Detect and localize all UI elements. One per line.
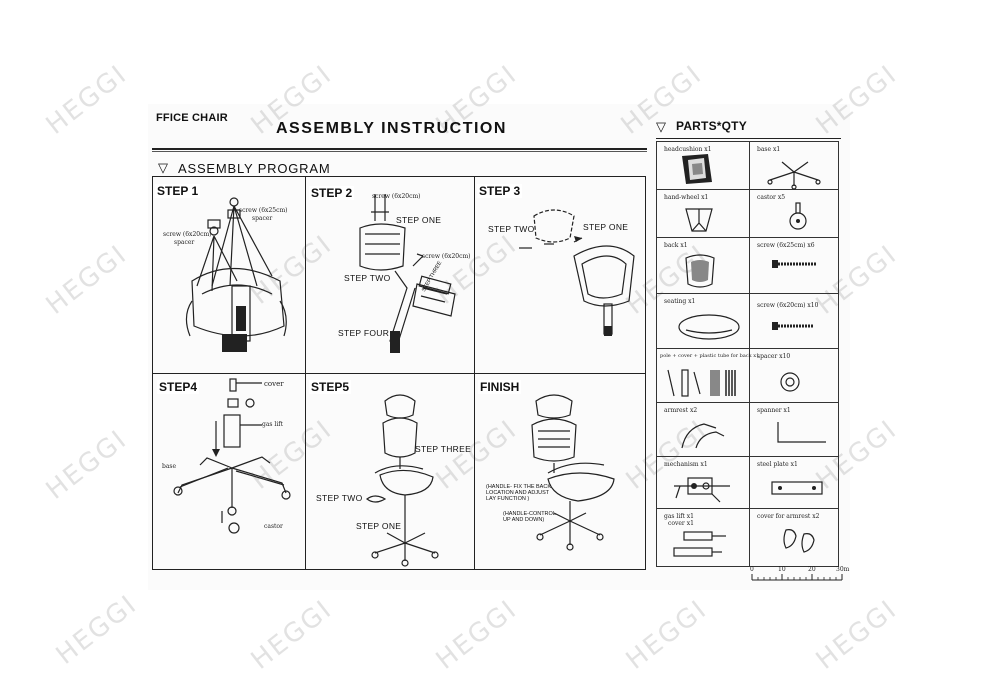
step3-callout-one: STEP ONE: [583, 222, 629, 232]
part-label-headcushion: headcushion x1: [664, 146, 712, 153]
part-label-base: base x1: [757, 146, 781, 153]
armrest-cover-icon: [783, 529, 815, 553]
step2-back-assembly-drawing: [359, 194, 456, 353]
mechanism-icon: [674, 477, 730, 503]
watermark: HEGGI: [40, 239, 134, 321]
part-label-spanner: spanner x1: [757, 407, 791, 414]
ruler-scale: [751, 574, 843, 581]
finish-handle-note-2: (HANDLE-CONTROL UP AND DOWN): [503, 511, 556, 523]
step4-part-gas-lift: gas lift: [262, 421, 283, 428]
step4-part-castor: castor: [264, 523, 283, 530]
parts-heading: PARTS*QTY: [676, 119, 747, 133]
part-label-back: back x1: [664, 242, 688, 249]
screw-25-icon: [772, 260, 816, 268]
screw-20-icon: [772, 322, 814, 330]
ruler-tick-10: 10: [778, 566, 786, 573]
spanner-icon: [777, 422, 826, 443]
section-triangle-icon: ▽: [158, 160, 168, 175]
step2-screw-side: screw (6x20cm): [422, 253, 471, 260]
header-rule-thin: [152, 151, 647, 152]
part-label-spacer: spacer x10: [757, 353, 791, 360]
watermark: HEGGI: [245, 594, 339, 676]
watermark: HEGGI: [40, 59, 134, 141]
step3-callout-two: STEP TWO: [488, 224, 535, 234]
step5-callout-one: STEP ONE: [356, 521, 402, 531]
step4-part-base: base: [162, 463, 177, 470]
step1-note-screw-25: screw (6x25cm): [239, 207, 288, 214]
watermark: HEGGI: [430, 594, 524, 676]
parts-triangle-icon: ▽: [656, 119, 666, 134]
castor-icon: [789, 202, 807, 230]
seat-icon: [678, 314, 740, 340]
parts-rule: [656, 138, 841, 139]
part-label-handwheel: hand-wheel x1: [664, 194, 709, 201]
ruler-tick-0: 0: [750, 566, 754, 573]
step1-label: STEP 1: [155, 184, 201, 198]
step2-screw-top: screw (6x20cm): [372, 193, 421, 200]
part-label-pole: pole + cover + plastic tube for back x1: [660, 353, 760, 359]
pole-icon: [667, 369, 736, 397]
section-title: ASSEMBLY PROGRAM: [178, 161, 331, 176]
watermark: HEGGI: [810, 594, 904, 676]
armrest-icon: [681, 423, 725, 449]
back-icon: [685, 254, 715, 288]
step5-chair-drawing: [365, 394, 439, 567]
watermark: HEGGI: [40, 424, 134, 506]
handwheel-icon: [685, 208, 713, 232]
step5-label: STEP5: [309, 380, 352, 394]
step4-base-drawing: [173, 378, 291, 534]
gas-lift-icon: [673, 531, 726, 557]
watermark: HEGGI: [50, 589, 144, 671]
part-label-screw-25: screw (6x25cm) x6: [757, 242, 815, 249]
ruler-tick-20: 20: [808, 566, 816, 573]
part-label-castor: castor x5: [757, 194, 786, 201]
part-label-gas-lift: gas lift x1: [664, 513, 694, 520]
product-fragment: FFICE CHAIR: [156, 112, 228, 124]
headcushion-icon: [682, 154, 712, 184]
step2-label: STEP 2: [309, 186, 355, 200]
part-label-screw-20: screw (6x20cm) x10: [757, 302, 819, 309]
part-label-steel-plate: steel plate x1: [757, 461, 798, 468]
part-label-mechanism: mechanism x1: [664, 461, 708, 468]
part-cell-armrest-cover: [749, 508, 839, 567]
watermark: HEGGI: [620, 594, 714, 676]
step4-label: STEP4: [157, 380, 200, 394]
header-rule: [152, 148, 647, 150]
step1-note-screw-20: screw (6x20cm): [163, 231, 212, 238]
step1-note-spacer-2: spacer: [174, 239, 195, 246]
part-label-armrest-cover: cover for armrest x2: [757, 513, 820, 520]
step4-part-cover: cover: [264, 380, 284, 388]
step1-note-spacer: spacer: [252, 215, 273, 222]
page-title: ASSEMBLY INSTRUCTION: [276, 120, 507, 137]
step5-callout-two: STEP TWO: [316, 493, 363, 503]
finish-chair-drawing: [531, 394, 615, 551]
step3-label: STEP 3: [477, 184, 523, 198]
steel-plate-icon: [771, 481, 823, 495]
part-label-armrest: armrest x2: [664, 407, 698, 414]
step3-headrest-drawing: [519, 209, 635, 336]
finish-label: FINISH: [478, 380, 522, 394]
spacer-icon: [780, 372, 800, 392]
step2-callout-two: STEP TWO: [344, 273, 391, 283]
step2-callout-one: STEP ONE: [396, 215, 442, 225]
ruler-tick-30: 30m: [836, 566, 850, 573]
step5-callout-three: STEP THREE: [415, 444, 472, 454]
base-icon: [767, 161, 821, 190]
finish-handle-note-1: (HANDLE- FIX THE BACK LOCATION AND ADJUS…: [486, 484, 551, 502]
part-label-seating: seating x1: [664, 298, 696, 305]
finish-panel: [474, 373, 646, 570]
step1-seat-assembly-drawing: [185, 197, 287, 352]
part-label-gas-lift-cover: cover x1: [668, 520, 694, 527]
step2-callout-four: STEP FOUR: [338, 328, 390, 338]
